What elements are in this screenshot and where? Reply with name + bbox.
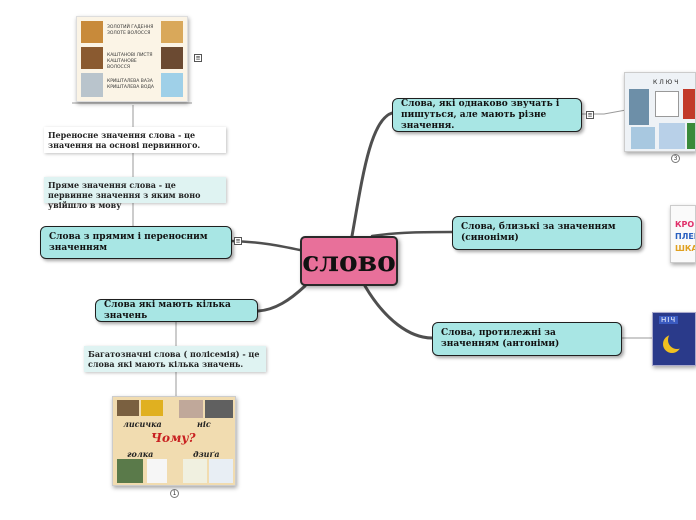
image-tile-mushroom — [141, 400, 163, 416]
image-tile-spinning-top — [183, 459, 207, 483]
topic-antonyms-label: Слова, протилежні за значенням (антоніми… — [441, 328, 560, 349]
image-tile-pine — [117, 459, 143, 483]
central-topic-label: слово — [302, 244, 396, 278]
central-topic[interactable]: слово — [300, 236, 398, 286]
note-polysemy[interactable]: Багатозначні слова ( полісемія) - це сло… — [84, 346, 266, 372]
link-antonyms — [363, 284, 434, 340]
image-word-2: ПЛЕН — [675, 232, 695, 241]
image-line-1: ЗОЛОТИЙ ГАДЕННЯ ЗОЛОТЕ ВОЛОССЯ — [107, 25, 154, 36]
image-polysemy-examples[interactable]: лисичка ніс Чому? голка дзиґа — [112, 396, 236, 486]
topic-synonyms[interactable]: Слова, близькі за значенням (синоніми) — [452, 216, 642, 250]
image-word-1: КРОК — [675, 220, 695, 229]
image-tile-music — [655, 91, 679, 117]
image-tile-water — [161, 73, 183, 97]
image-word-top: дзиґа — [193, 449, 220, 459]
image-tile-ship — [205, 400, 233, 418]
image-word-nose: ніс — [197, 419, 211, 429]
topic-antonyms[interactable]: Слова, протилежні за значенням (антоніми… — [432, 322, 622, 356]
image-word-3: ШКАЛ — [675, 244, 695, 253]
topic-polysemy-label: Слова які мають кілька значень — [104, 299, 231, 321]
topic-homonyms-label: Слова, які однаково звучать і пишуться, … — [401, 98, 560, 131]
topic-polysemy[interactable]: Слова які мають кілька значень — [95, 299, 258, 322]
notes-icon[interactable]: ≡ — [194, 54, 202, 62]
note-figurative[interactable]: Переносне значення слова - це значення н… — [44, 127, 226, 153]
note-figurative-text: Переносне значення слова - це значення н… — [48, 130, 201, 150]
image-homonyms-key[interactable]: КЛЮЧ — [624, 72, 696, 152]
link-homonyms — [350, 111, 394, 238]
topic-literal-figurative[interactable]: Слова з прямим і переносним значенням — [40, 226, 232, 259]
key-icon — [629, 89, 649, 125]
topic-homonyms[interactable]: Слова, які однаково звучать і пишуться, … — [392, 98, 582, 132]
topic-literal-figurative-label: Слова з прямим і переносним значенням — [49, 231, 208, 253]
moon-shadow — [668, 331, 686, 349]
link-synonyms — [370, 230, 454, 238]
image-line-3: КРИШТАЛЕВА ВАЗА КРИШТАЛЕВА ВОДА — [107, 79, 154, 90]
image-title-key: КЛЮЧ — [653, 79, 681, 86]
topic-synonyms-label: Слова, близькі за значенням (синоніми) — [461, 222, 616, 243]
image-antonyms-night[interactable]: НІЧ — [652, 312, 696, 366]
image-count-badge[interactable]: 3 — [671, 154, 680, 163]
image-tile-red — [683, 89, 695, 119]
image-tile-needle — [147, 459, 167, 483]
image-figurative-examples[interactable]: ЗОЛОТИЙ ГАДЕННЯ ЗОЛОТЕ ВОЛОССЯ КАШТАНОВІ… — [76, 16, 188, 102]
image-tile-nose — [179, 400, 203, 418]
note-literal[interactable]: Пряме значення слова - це первинне значе… — [44, 177, 226, 210]
image-title-night: НІЧ — [659, 316, 679, 324]
image-tile-chestnut — [81, 47, 103, 69]
image-word-fox: лисичка — [123, 419, 162, 429]
image-tile-spring — [659, 123, 685, 149]
notes-icon[interactable]: ≡ — [586, 111, 594, 119]
link-literal — [230, 239, 302, 252]
image-tile-green — [687, 123, 695, 149]
image-question: Чому? — [151, 431, 196, 445]
image-tile-hair-dark — [161, 47, 183, 69]
image-tile-skater — [209, 459, 233, 483]
note-literal-text: Пряме значення слова - це первинне значе… — [48, 180, 201, 210]
image-synonyms[interactable]: КРОК ПЛЕН ШКАЛ — [670, 205, 696, 263]
image-tile-birds — [631, 127, 655, 149]
image-tile-fox — [117, 400, 139, 416]
image-count-badge[interactable]: 1 — [170, 489, 179, 498]
note-polysemy-text: Багатозначні слова ( полісемія) - це сло… — [88, 349, 260, 369]
image-word-needle: голка — [127, 449, 154, 459]
notes-icon[interactable]: ≡ — [234, 237, 242, 245]
image-tile-crystal — [81, 73, 103, 97]
image-tile-hair — [161, 21, 183, 43]
link-polysemy — [256, 284, 307, 313]
image-line-2: КАШТАНОВІ ЛИСТЯ КАШТАНОВЕ ВОЛОССЯ — [107, 53, 153, 70]
image-tile-gold — [81, 21, 103, 43]
